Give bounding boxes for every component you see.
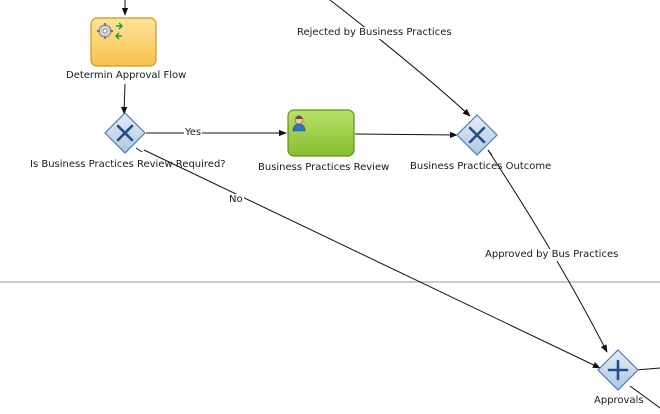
- gateway-2-label: Business Practices Outcome: [410, 161, 552, 172]
- xor-gateway-business-practices-required[interactable]: [104, 112, 146, 154]
- user-task-business-practices-review[interactable]: [287, 109, 355, 157]
- parallel-gateway-approvals[interactable]: [597, 349, 639, 391]
- edge-label-yes: Yes: [184, 127, 203, 139]
- service-task-determin-approval-flow[interactable]: [90, 17, 157, 67]
- gear-service-icon: [97, 22, 124, 40]
- user-task-label: Business Practices Review: [258, 162, 390, 173]
- flow-approvals-out[interactable]: [635, 367, 660, 371]
- flow-review-to-outcome[interactable]: [354, 131, 458, 139]
- flow-no[interactable]: [143, 149, 601, 369]
- plus-icon: [607, 359, 629, 381]
- service-task-label: Determin Approval Flow: [66, 70, 187, 81]
- sequence-flows: [121, 0, 660, 409]
- x-mark-icon: [116, 124, 134, 142]
- approvals-gateway-label: Approvals: [594, 395, 644, 406]
- user-icon: [292, 115, 306, 132]
- edge-label-no: No: [228, 194, 244, 206]
- flow-rejected[interactable]: [329, 0, 471, 117]
- flow-branch-tick-1: [135, 147, 143, 153]
- flow-branch-tick-2: [487, 149, 493, 156]
- xor-gateway-business-practices-outcome[interactable]: [456, 114, 498, 156]
- gateway-1-label: Is Business Practices Review Required?: [30, 159, 226, 170]
- x-mark-icon: [468, 126, 486, 144]
- edge-label-approved: Approved by Bus Practices: [484, 249, 620, 261]
- flow-approvals-out-lower[interactable]: [629, 385, 660, 409]
- flow-service-to-gateway[interactable]: [121, 83, 128, 115]
- edge-label-rejected: Rejected by Business Practices: [296, 27, 453, 39]
